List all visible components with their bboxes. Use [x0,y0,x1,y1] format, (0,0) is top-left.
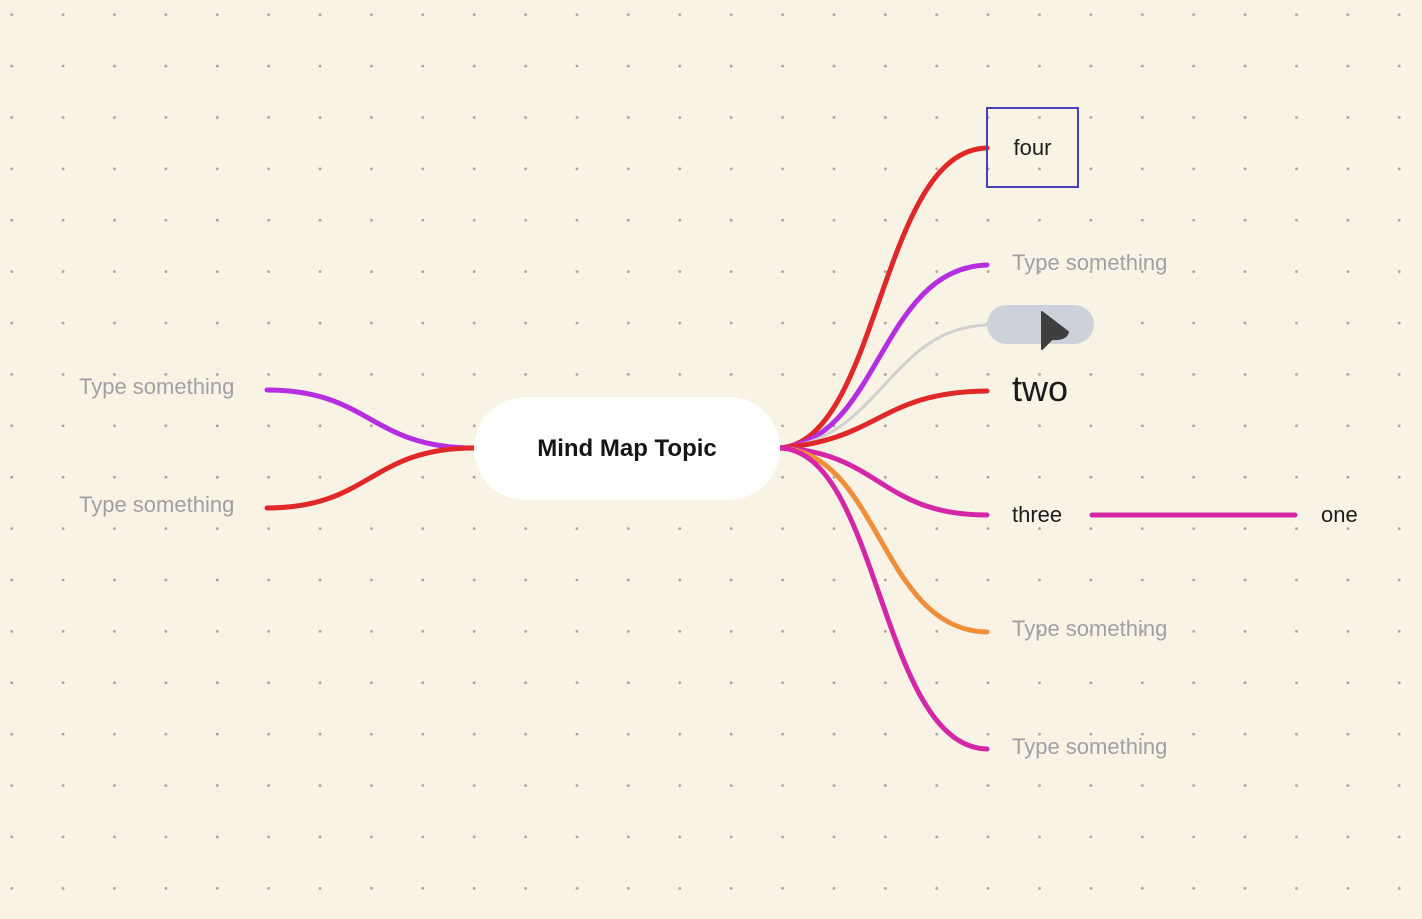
edge-two [777,388,990,451]
edge-four [777,145,990,451]
subtopic-node-one[interactable]: one [1321,502,1358,528]
left-topic-node-placeholder[interactable]: Type something [79,492,234,518]
root-topic-label: Mind Map Topic [537,434,717,462]
edge-left-2 [264,445,477,511]
topic-node-two[interactable]: two [1012,368,1068,410]
edge-blank [778,323,989,450]
edge-type-3 [777,445,990,752]
edge-type-2 [777,445,990,635]
topic-node-placeholder[interactable]: Type something [1012,616,1167,642]
mouse-pointer-icon [1041,311,1069,350]
topic-placeholder-label: Type something [1012,616,1168,641]
topic-placeholder-label: Type something [1012,734,1168,759]
topic-node-placeholder[interactable]: Type something [1012,734,1167,760]
topic-node-three[interactable]: three [1012,502,1062,528]
topic-node-placeholder[interactable]: Type something [1012,250,1167,276]
edge-type-1 [777,262,990,451]
topic-node-four-selected[interactable]: four [986,107,1079,188]
topic-placeholder-label: Type something [1012,250,1168,275]
topic-label-two: two [1012,368,1069,409]
root-topic-node[interactable]: Mind Map Topic [474,397,780,500]
topic-node-editing[interactable] [987,305,1094,344]
topic-label-four: four [1013,134,1052,160]
edge-three [777,445,990,518]
subtopic-label-one: one [1321,502,1358,527]
left-topic-node-placeholder[interactable]: Type something [79,374,234,400]
topic-placeholder-label: Type something [79,374,235,399]
topic-label-three: three [1012,502,1063,527]
edge-left-1 [264,387,477,451]
topic-placeholder-label: Type something [79,492,235,517]
